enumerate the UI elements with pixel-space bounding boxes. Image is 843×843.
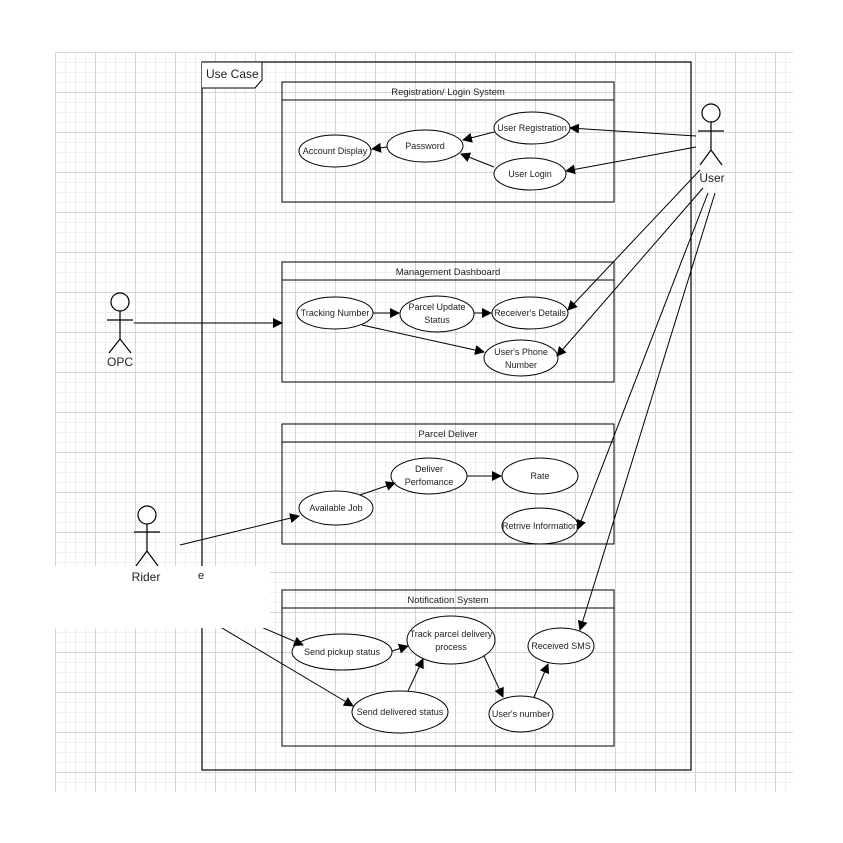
arrow-tracking-to-phone bbox=[361, 324, 485, 355]
arrow-user-to-received-sms bbox=[577, 192, 716, 631]
actor-rider bbox=[134, 505, 160, 567]
arrow-user-to-receivers-details bbox=[567, 169, 701, 311]
use-case-password: Password bbox=[386, 129, 464, 163]
arrow-send-pickup-to-track bbox=[391, 643, 409, 654]
svg-text:Parcel Update: Parcel Update bbox=[408, 302, 465, 312]
use-case-rate: Rate bbox=[501, 457, 579, 495]
svg-text:User's Phone: User's Phone bbox=[494, 347, 548, 357]
arrow-user-login-to-password bbox=[460, 152, 495, 168]
svg-text:Status: Status bbox=[424, 315, 450, 325]
svg-text:Rate: Rate bbox=[530, 471, 549, 481]
svg-text:User Login: User Login bbox=[508, 169, 552, 179]
package-notification: Notification System bbox=[281, 589, 615, 747]
svg-text:Retrive Information: Retrive Information bbox=[502, 521, 578, 531]
arrow-available-job-to-deliver-performance bbox=[359, 481, 396, 496]
internal-arrows bbox=[359, 131, 550, 698]
arrow-user-to-user-registration bbox=[569, 123, 697, 137]
use-case-parcel-update-status: Parcel Update Status bbox=[399, 295, 475, 333]
svg-text:User's number: User's number bbox=[492, 709, 550, 719]
background-grid bbox=[55, 52, 793, 792]
actor-user-label: User bbox=[699, 171, 724, 185]
svg-text:Send pickup status: Send pickup status bbox=[304, 647, 381, 657]
package-title-management: Management Dashboard bbox=[396, 267, 501, 278]
use-case-send-pickup-status: Send pickup status bbox=[291, 633, 393, 671]
redaction-patch bbox=[50, 566, 270, 628]
svg-text:process: process bbox=[435, 642, 467, 652]
use-case-send-delivered-status: Send delivered status bbox=[351, 690, 449, 734]
package-title-notification: Notification System bbox=[407, 595, 488, 606]
use-case-retrive-information: Retrive Information bbox=[501, 507, 579, 545]
svg-text:Available Job: Available Job bbox=[309, 503, 362, 513]
use-case-available-job: Available Job bbox=[298, 490, 374, 526]
arrow-password-to-account-display bbox=[371, 142, 388, 153]
package-parcel: Parcel Deliver bbox=[281, 423, 615, 545]
svg-text:Receiver's Details: Receiver's Details bbox=[494, 308, 566, 318]
svg-text:Tracking Number: Tracking Number bbox=[301, 308, 370, 318]
arrow-rider-to-available-job bbox=[179, 513, 300, 546]
arrow-send-delivered-to-track bbox=[407, 658, 424, 692]
use-case-users-phone-number: User's Phone Number bbox=[483, 339, 559, 377]
svg-text:Track parcel delivery: Track parcel delivery bbox=[410, 629, 493, 639]
use-case-frame: Use Case bbox=[201, 61, 692, 771]
svg-text:User Registration: User Registration bbox=[497, 123, 567, 133]
arrow-user-to-users-phone-number bbox=[556, 187, 704, 357]
arrow-users-number-to-received-sms bbox=[533, 663, 550, 698]
svg-text:Send delivered status: Send delivered status bbox=[357, 707, 444, 717]
arrow-user-registration-to-password bbox=[462, 131, 495, 143]
svg-text:Password: Password bbox=[405, 141, 445, 151]
svg-text:Perfomance: Perfomance bbox=[405, 477, 454, 487]
svg-text:Account Display: Account Display bbox=[303, 146, 368, 156]
package-title-registration: Registration/ Login System bbox=[391, 87, 505, 98]
actor-user bbox=[698, 103, 724, 166]
use-case-track-parcel-delivery-process: Track parcel delivery process bbox=[406, 615, 496, 665]
use-case-received-sms: Received SMS bbox=[527, 627, 595, 665]
frame-label: Use Case bbox=[206, 67, 259, 81]
svg-text:Number: Number bbox=[505, 360, 537, 370]
arrow-user-to-user-login bbox=[565, 146, 697, 175]
actor-opc bbox=[107, 292, 133, 354]
svg-text:Received SMS: Received SMS bbox=[531, 641, 591, 651]
arrow-track-to-users-number bbox=[483, 655, 504, 698]
actor-rider-label: Rider bbox=[132, 570, 161, 584]
package-title-parcel: Parcel Deliver bbox=[418, 429, 477, 440]
stray-text: e bbox=[198, 570, 204, 582]
use-case-receivers-details: Receiver's Details bbox=[491, 296, 569, 330]
use-case-users-number: User's number bbox=[488, 695, 554, 733]
actor-opc-label: OPC bbox=[107, 355, 133, 369]
svg-text:Deliver: Deliver bbox=[415, 464, 443, 474]
arrow-user-to-retrive-information bbox=[576, 192, 709, 530]
package-registration: Registration/ Login System bbox=[281, 81, 615, 203]
use-case-account-display: Account Display bbox=[298, 134, 372, 168]
